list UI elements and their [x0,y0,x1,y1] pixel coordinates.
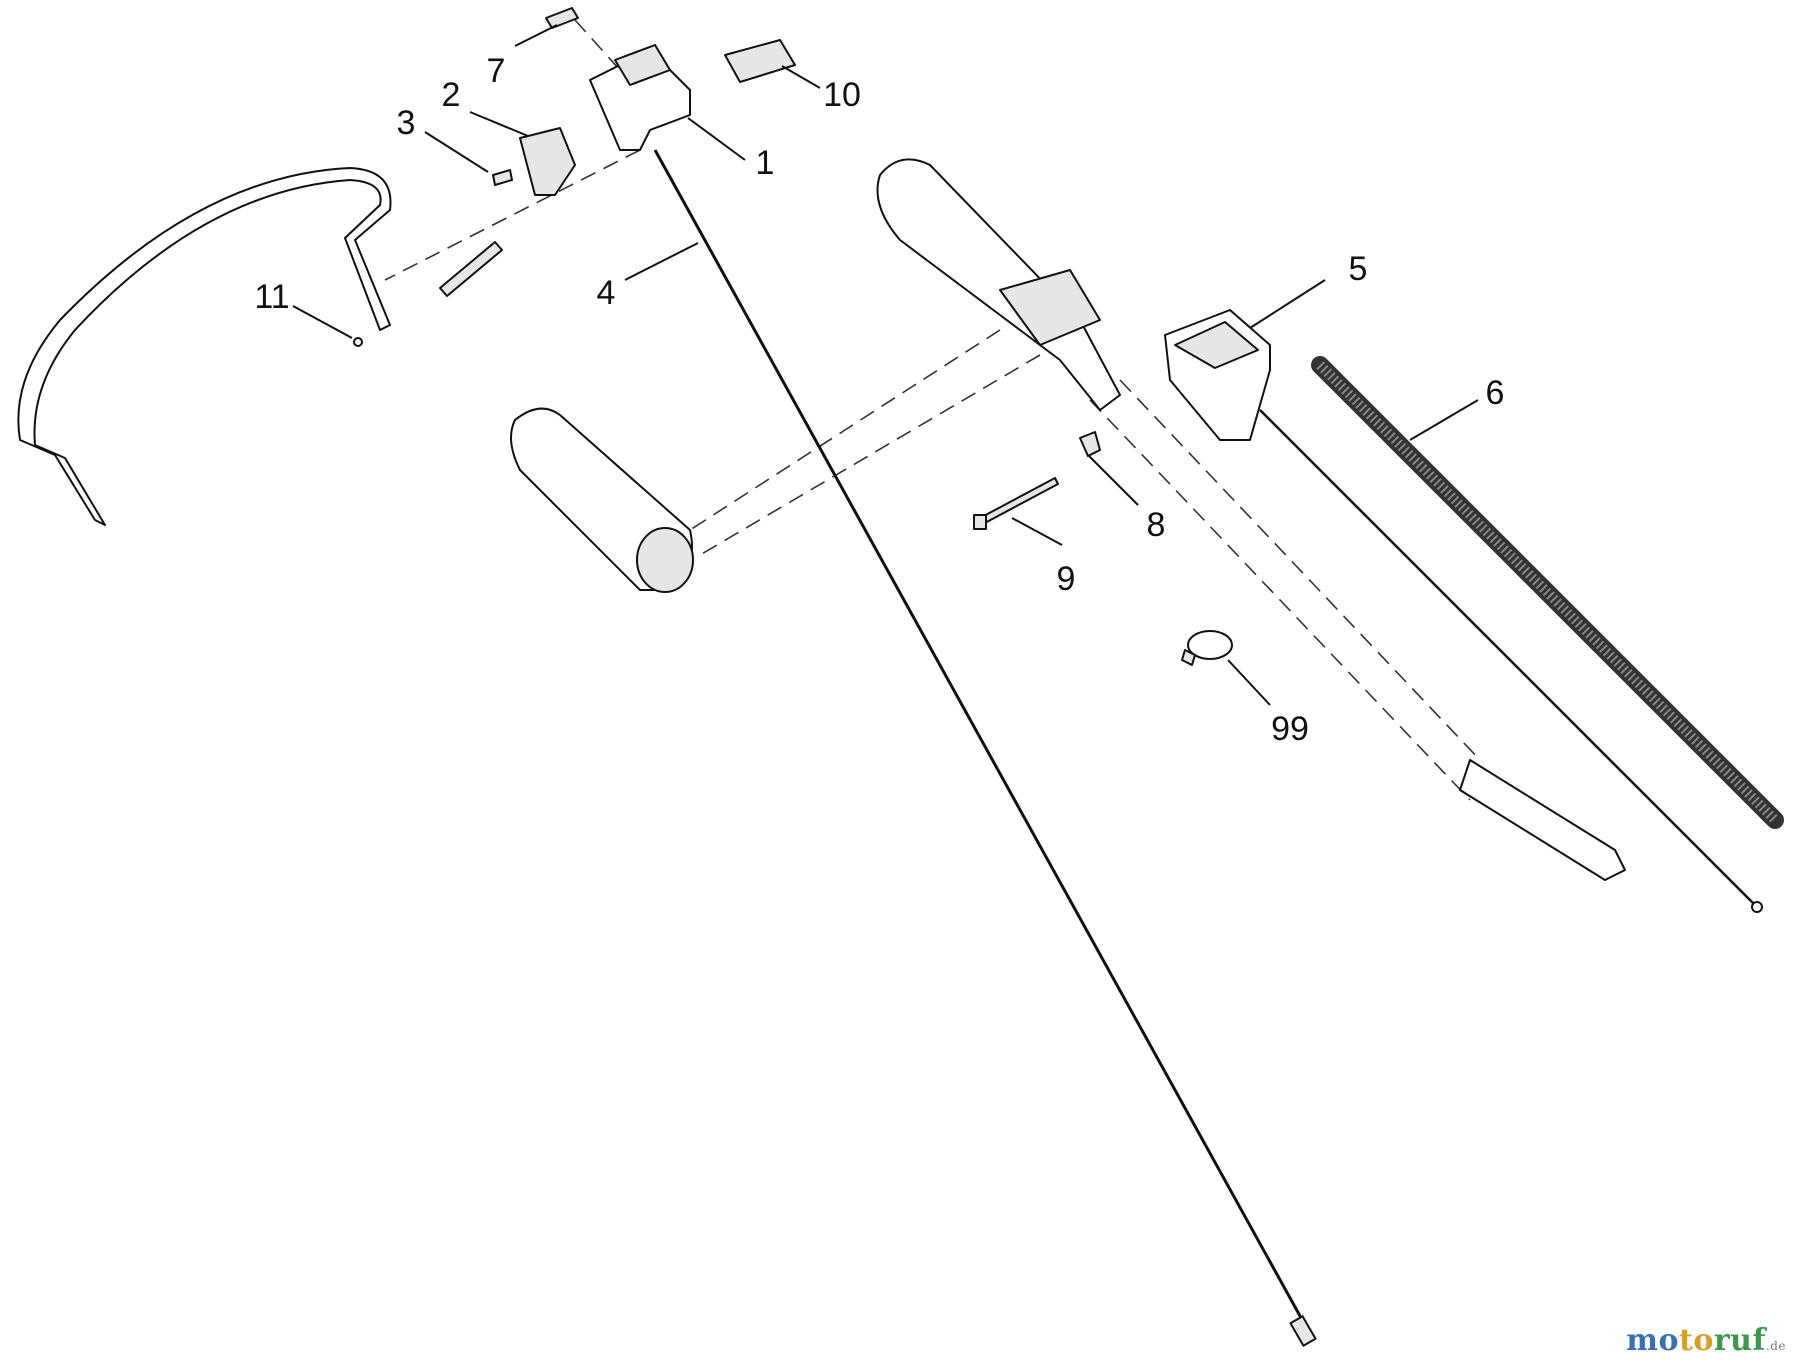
watermark-part-3: ruf [1713,1323,1766,1358]
callout-9: 9 [1057,560,1076,598]
screw-part-3 [492,169,513,186]
leader-lines [292,24,1479,706]
left-handle-grip [510,407,694,593]
upper-handle-tube [876,158,1121,411]
callout-8: 8 [1147,506,1166,544]
lower-handle-tube [1459,759,1626,881]
control-housing-part-1 [589,44,691,151]
decal-part-10 [724,39,796,83]
label-part-7 [545,7,579,29]
callout-6: 6 [1486,374,1505,412]
callout-5: 5 [1349,250,1368,288]
callout-7: 7 [487,52,506,90]
callout-3: 3 [397,104,416,142]
watermark-suffix: .de [1765,1339,1786,1353]
callout-2: 2 [442,76,461,114]
assembly-guide-lines [384,19,1481,801]
callout-1: 1 [756,144,775,182]
nut-part-8 [1079,431,1101,457]
watermark-part-1: mo [1626,1323,1679,1358]
callout-4: 4 [597,274,616,312]
cable-part-4 [653,149,1317,1347]
bolt-part-9 [973,477,1059,530]
cable-guide-part-5 [1164,309,1271,441]
conduit-part-6 [1311,356,1784,829]
drive-cable [1259,409,1763,913]
bail-handle [17,167,392,526]
clip-part-11 [353,337,363,347]
watermark-logo: motoruf.de [1626,1323,1786,1358]
callout-10: 10 [823,76,861,114]
callout-labels: 1 2 3 4 5 6 7 8 9 10 11 99 [254,52,1504,748]
bracket-part-2 [519,127,576,196]
watermark-part-2: to [1678,1323,1714,1358]
clamp-part-99 [1181,630,1233,666]
callout-99: 99 [1271,710,1309,748]
pivot-rod [439,241,503,297]
callout-11: 11 [254,278,289,316]
